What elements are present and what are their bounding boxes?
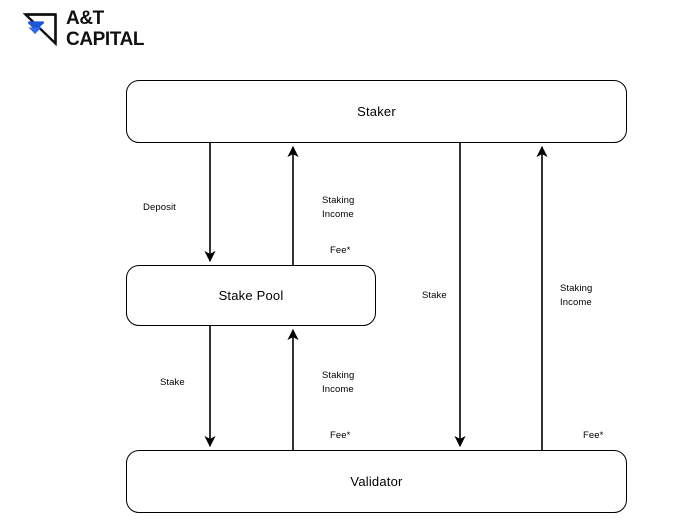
brand-logo: A&T CAPITAL [22, 8, 167, 50]
logo-line-1: A&T [66, 8, 104, 29]
edge-label-line: Income [322, 384, 354, 395]
edge-label-fee-lower-pool: Fee* [330, 430, 351, 441]
node-staker-label: Staker [357, 104, 396, 119]
edge-label-line: Income [560, 297, 592, 308]
edge-label-stake-staker-validator: Stake [422, 290, 447, 301]
logo-wordmark: A&T CAPITAL [66, 8, 176, 50]
edge-label-line: Staking [322, 370, 355, 381]
edge-label-stake-lower-pool: Stake [160, 377, 185, 388]
edge-label-line: Income [322, 209, 354, 220]
node-validator-label: Validator [350, 474, 403, 489]
edge-label-fee-validator-staker: Fee* [583, 430, 604, 441]
edge-label-fee-upper-pool: Fee* [330, 245, 351, 256]
node-staker[interactable]: Staker [126, 80, 627, 143]
edge-label-line: Staking [322, 195, 355, 206]
logo-line-2: CAPITAL [66, 29, 145, 50]
edge-label-deposit: Deposit [143, 202, 176, 213]
node-stake-pool-label: Stake Pool [218, 288, 284, 303]
edge-label-line: Staking [560, 283, 593, 294]
node-stake-pool[interactable]: Stake Pool [126, 265, 376, 326]
node-validator[interactable]: Validator [126, 450, 627, 513]
logo-mark-icon [22, 10, 62, 47]
